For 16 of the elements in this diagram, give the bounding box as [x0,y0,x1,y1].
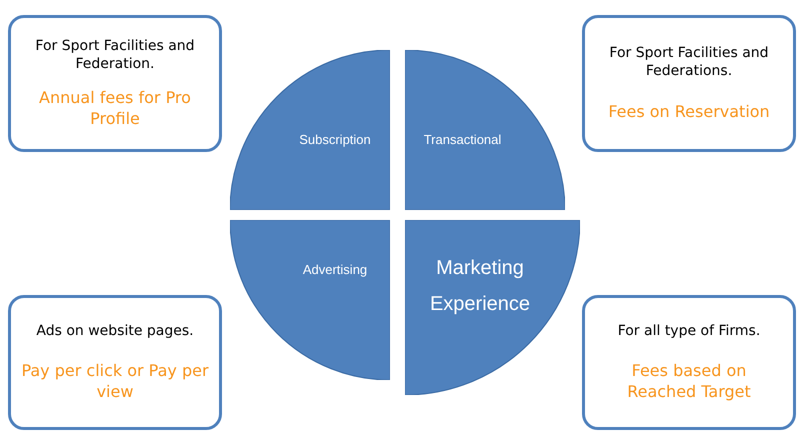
text-card [582,15,796,152]
fee-text: Fees based on Reached Target [626,361,752,403]
text-card [582,295,796,430]
card-heading: For all type of Firms. [618,322,760,341]
card-heading: For Sport Facilities and Federation. [34,37,196,74]
quadrant-label: Transactional [422,132,502,149]
quadrant-label: Advertising [302,262,368,279]
fee-text: Fees on Reservation [608,102,770,124]
fee-text: Annual fees for Pro Profile [38,88,192,130]
card-heading: For Sport Facilities and Federations. [608,44,770,80]
card-heading: Ads on website pages. [36,322,194,341]
fee-text: Pay per click or Pay per view [21,361,209,403]
quadrant-label: Subscription [298,132,372,149]
quadrant-label: Marketing Experience [428,256,532,317]
text-card [8,295,222,430]
text-card [8,15,222,152]
